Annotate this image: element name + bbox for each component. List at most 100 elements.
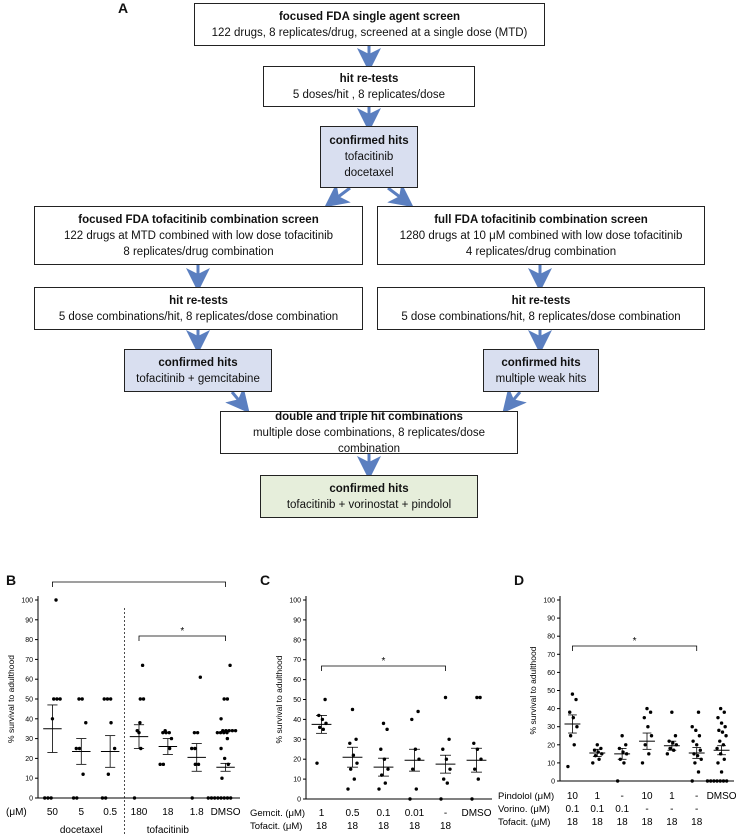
data-point	[346, 787, 350, 791]
arrow	[387, 183, 414, 208]
data-point	[219, 746, 223, 751]
y-axis-label: % survival to adulthood	[528, 646, 538, 734]
data-point	[408, 797, 412, 801]
y-tick-label: 0	[297, 797, 301, 804]
data-point	[224, 728, 228, 733]
final-hits-box: confirmed hits tofacitinib + vorinostat …	[260, 475, 478, 518]
data-point	[386, 767, 390, 771]
data-point	[445, 781, 449, 785]
x-category-label: 1	[319, 808, 325, 819]
data-point	[414, 787, 418, 791]
y-tick-label: 70	[547, 652, 555, 659]
double-triple-detail: multiple dose combinations, 8 replicates…	[252, 426, 486, 455]
data-point	[132, 796, 137, 800]
data-point	[349, 767, 353, 771]
y-tick-label: 60	[25, 677, 33, 684]
data-point	[649, 734, 654, 738]
data-point	[46, 796, 50, 800]
data-point	[377, 787, 381, 791]
row-label: Tofacit. (μM)	[250, 821, 302, 832]
data-point	[715, 779, 719, 783]
combo-screen-left-box: focused FDA tofacitinib combination scre…	[34, 206, 363, 265]
data-point	[222, 756, 227, 761]
data-point	[476, 777, 480, 781]
y-tick-label: 30	[547, 724, 555, 731]
data-point	[716, 761, 720, 765]
data-point	[350, 707, 355, 712]
data-point	[318, 725, 322, 730]
significance-bracket	[572, 645, 698, 651]
data-point	[233, 728, 238, 733]
y-tick-label: 40	[547, 706, 555, 713]
x-category-label: 1.8	[190, 807, 204, 818]
data-point	[470, 797, 474, 801]
data-point	[108, 697, 113, 701]
final-hits-item: tofacitinib + vorinostat + pindolol	[286, 498, 452, 511]
data-point	[717, 728, 721, 733]
data-point	[640, 761, 645, 765]
data-point	[81, 772, 85, 776]
data-point	[718, 779, 722, 783]
data-point	[647, 752, 651, 756]
x-category-label: 0.5	[346, 808, 360, 819]
data-point	[100, 796, 105, 800]
x-category-label: -	[620, 791, 623, 802]
data-point	[568, 734, 573, 738]
x-category-label: 18	[440, 821, 452, 832]
data-point	[206, 796, 210, 800]
data-point	[591, 761, 595, 765]
y-tick-label: 20	[547, 742, 555, 749]
y-tick-label: 90	[25, 617, 33, 624]
data-point	[697, 734, 702, 738]
combo-screen-left-title: focused FDA tofacitinib combination scre…	[78, 213, 319, 226]
data-point	[323, 697, 327, 702]
data-point	[49, 796, 53, 800]
y-axis-label: % survival to adulthood	[6, 655, 16, 743]
data-point	[575, 725, 579, 729]
x-category-label: 0.1	[615, 804, 629, 815]
x-category-label: 18	[617, 817, 629, 828]
data-point	[724, 734, 728, 738]
group-label: docetaxel	[60, 825, 103, 836]
x-category-label: DMSO	[211, 807, 241, 818]
data-point	[102, 697, 106, 701]
confirmed-hits-title: confirmed hits	[329, 135, 409, 147]
data-point	[212, 796, 217, 800]
data-point	[648, 710, 653, 714]
double-triple-title: double and triple hit combinations	[275, 410, 463, 423]
data-point	[690, 779, 694, 783]
data-point	[721, 779, 726, 783]
data-point	[225, 736, 230, 741]
data-point	[225, 697, 230, 701]
data-point	[52, 697, 56, 701]
data-point	[668, 746, 672, 751]
retest-detail: 5 doses/hit , 8 replicates/dose	[292, 88, 446, 101]
data-point	[230, 728, 235, 733]
data-point	[722, 757, 726, 761]
data-point	[196, 762, 201, 767]
data-point	[645, 706, 649, 711]
data-point	[472, 741, 476, 745]
data-point	[716, 715, 720, 720]
significance-label: *	[633, 636, 637, 647]
data-point	[219, 717, 223, 721]
data-point	[693, 761, 697, 765]
data-point	[138, 721, 142, 725]
row-label: Tofacit. (μM)	[498, 817, 550, 828]
data-point	[167, 746, 172, 751]
data-point	[77, 746, 82, 751]
data-point	[112, 746, 117, 751]
data-point	[670, 710, 674, 714]
x-category-label: 1	[669, 791, 675, 802]
screen-box: focused FDA single agent screen 122 drug…	[194, 3, 545, 46]
data-point	[720, 730, 725, 734]
data-point	[381, 721, 386, 726]
combo-screen-left-detail: 8 replicates/drug combination	[123, 245, 274, 258]
data-point	[163, 728, 167, 733]
data-point	[321, 727, 325, 732]
data-point	[138, 697, 142, 701]
x-category-label: 0.1	[565, 804, 579, 815]
x-category-label: 10	[641, 791, 653, 802]
